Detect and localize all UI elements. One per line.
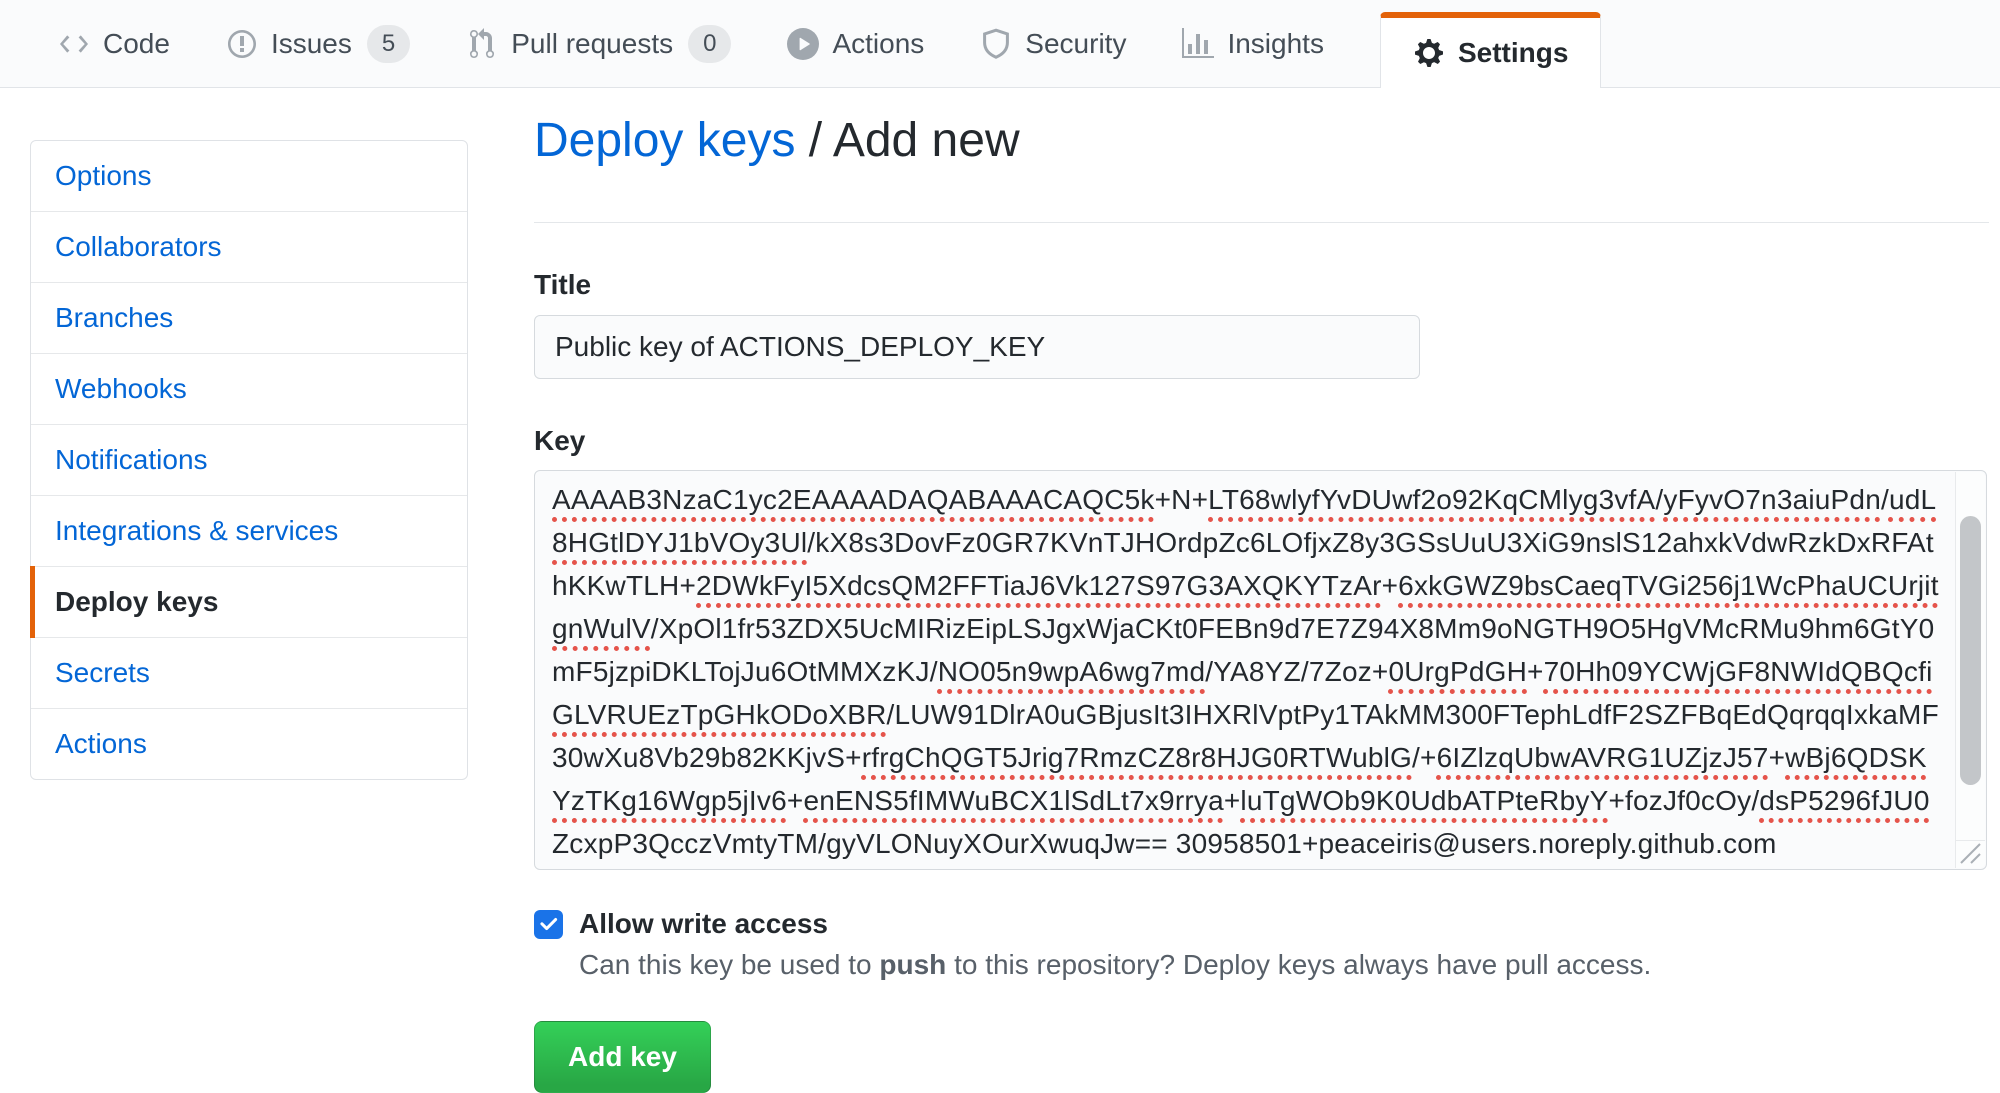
key-segment: /: [818, 828, 827, 859]
key-segment: gyVLONuyXOurXwuqJw: [826, 828, 1135, 859]
key-segment: /: [1655, 484, 1664, 515]
key-segment: /+: [1412, 742, 1437, 773]
check-icon: [540, 917, 558, 930]
tab-label: Code: [103, 27, 170, 59]
key-segment: /: [650, 613, 659, 644]
key-segment: LT68wlyfYvDUwf2o92KqCMlyg3vfA: [1208, 484, 1656, 515]
key-label: Key: [534, 425, 586, 456]
key-textarea[interactable]: AAAAB3NzaC1yc2EAAAADAQABAAACAQC5k+N+LT68…: [552, 478, 1940, 861]
key-segment: /: [1751, 785, 1760, 816]
key-segment: kX8s3DovFz0GR7KVnTJHOrdpZc6LOfjxZ8y3GSsU…: [552, 527, 1934, 601]
tab-settings[interactable]: Settings: [1379, 12, 1602, 88]
tab-label: Pull requests: [511, 27, 674, 59]
resize-grip-icon[interactable]: [1958, 841, 1982, 865]
shield-icon: [980, 28, 1012, 60]
key-scrollbar-corner: [1955, 840, 1985, 868]
sidebar-item-integrations-services[interactable]: Integrations & services: [31, 496, 467, 567]
key-segment: 2DWkFyI5XdcsQM2FFTiaJ6Vk127S97G3AXQKYTzA…: [696, 570, 1382, 601]
title-input[interactable]: [534, 315, 1420, 379]
tab-issues[interactable]: Issues 5: [226, 0, 411, 87]
tab-label: Settings: [1457, 37, 1569, 68]
sidebar-item-branches[interactable]: Branches: [31, 283, 467, 354]
sidebar-item-webhooks[interactable]: Webhooks: [31, 354, 467, 425]
allow-write-access-row: Allow write access: [534, 908, 1989, 940]
key-segment: +: [1527, 656, 1544, 687]
key-segment: /: [886, 699, 895, 730]
key-segment: NO05n9wpA6wg7md: [937, 656, 1206, 687]
key-segment: rfrgChQGT5Jrig7RmzCZ8r8HJG0RTWublG: [861, 742, 1413, 773]
key-segment: == 30958501+peaceiris@users.noreply.gith…: [1134, 828, 1777, 859]
allow-write-access-checkbox[interactable]: [534, 909, 563, 939]
key-segment: +: [1223, 785, 1241, 816]
sidebar-item-notifications[interactable]: Notifications: [31, 425, 467, 496]
title-label: Title: [534, 269, 592, 300]
issue-opened-icon: [226, 28, 258, 60]
key-segment: 0UrgPdGH: [1388, 656, 1528, 687]
tab-insights[interactable]: Insights: [1182, 0, 1324, 87]
key-segment: /: [1880, 484, 1889, 515]
key-segment: +: [679, 570, 697, 601]
key-segment: AAAAB3NzaC1yc2EAAAADAQABAAACAQC5k: [552, 484, 1155, 515]
key-segment: 6IZlzqUbwAVRG1UZjzJ57: [1436, 742, 1769, 773]
sidebar-item-secrets[interactable]: Secrets: [31, 638, 467, 709]
breadcrumb-separator: /: [795, 114, 833, 167]
counter-badge: 0: [688, 24, 732, 63]
key-segment: /: [929, 656, 938, 687]
add-key-button[interactable]: Add key: [534, 1021, 711, 1093]
graph-icon: [1182, 27, 1215, 60]
write-access-help-text: Can this key be used to push to this rep…: [579, 949, 1652, 980]
deploy-keys-breadcrumb-link[interactable]: Deploy keys: [534, 114, 796, 167]
key-segment: +: [1381, 570, 1399, 601]
key-segment: XpOl1fr53ZDX5UcMIRizEipLSJgxWjaCKt0FEBn9…: [552, 613, 1935, 687]
key-segment: luTgWOb9K0UdbATPteRbyY: [1240, 785, 1609, 816]
key-segment: /: [807, 527, 816, 558]
main-content: Deploy keys / Add new Title Key AAAAB3Nz…: [534, 88, 1989, 1093]
code-icon: [58, 28, 90, 60]
tab-actions[interactable]: Actions: [787, 0, 924, 87]
divider: [534, 222, 1989, 223]
tab-security[interactable]: Security: [980, 0, 1126, 87]
key-segment: /YA8YZ/7Zoz+: [1205, 656, 1389, 687]
key-scrollbar-thumb[interactable]: [1960, 516, 1981, 785]
key-segment: udL8HGtlDYJ1bVOy3Ul: [552, 484, 1937, 558]
play-icon: [787, 27, 820, 60]
sidebar-item-options[interactable]: Options: [31, 141, 467, 212]
sidebar-item-collaborators[interactable]: Collaborators: [31, 212, 467, 283]
repo-nav: Code Issues 5 Pull requests 0 Actions Security…: [0, 0, 2000, 88]
key-segment: wBj6QDSKYzTKg16Wgp5jIv6: [552, 742, 1927, 816]
tab-label: Insights: [1227, 27, 1324, 59]
gear-icon: [1413, 37, 1445, 69]
key-segment: +: [786, 785, 804, 816]
key-segment: yFyvO7n3aiuPdn: [1663, 484, 1881, 515]
page-title: Deploy keys / Add new: [534, 112, 1989, 170]
allow-write-access-label[interactable]: Allow write access: [579, 908, 829, 939]
git-pull-request-icon: [466, 27, 498, 60]
tab-pull-requests[interactable]: Pull requests 0: [466, 0, 732, 87]
key-segment: +: [1608, 785, 1626, 816]
key-segment: 70Hh09YCWjGF8NWIdQBQcfiGLVRUEzTpGHkODoXB…: [552, 656, 1933, 730]
sidebar-item-deploy-keys[interactable]: Deploy keys: [30, 566, 467, 638]
breadcrumb-current: Add new: [832, 114, 1020, 167]
key-segment: fozJf0cOy: [1625, 785, 1752, 816]
key-segment: +N+: [1154, 484, 1209, 515]
key-segment: enENS5fIMWuBCX1lSdLt7x9rrya: [803, 785, 1224, 816]
key-scrollbar-track: [1955, 472, 1985, 840]
tab-label: Actions: [832, 27, 925, 59]
counter-badge: 5: [366, 24, 411, 63]
tab-code[interactable]: Code: [58, 0, 170, 87]
key-segment: +: [1768, 742, 1786, 773]
key-segment: LUW91DlrA0uGBjusIt3IHXRlVptPy1TAkMM300FT…: [552, 699, 1939, 773]
sidebar-item-actions[interactable]: Actions: [55, 728, 147, 759]
tab-label: Issues: [270, 27, 352, 59]
key-segment: dsP5296fJU0ZcxpP3QcczVmtyTM: [552, 785, 1930, 859]
key-segment: 6xkGWZ9bsCaeqTVGi256j1WcPhaUCUrjitgnWulV: [552, 570, 1939, 644]
key-segment: +: [845, 742, 862, 773]
key-field: AAAAB3NzaC1yc2EAAAADAQABAAACAQC5k+N+LT68…: [534, 470, 1987, 870]
tab-label: Security: [1025, 27, 1127, 59]
